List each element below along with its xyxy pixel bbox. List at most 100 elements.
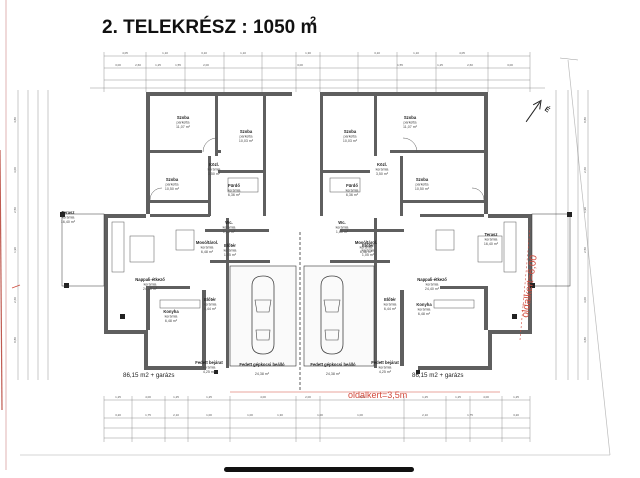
room-floor: kerámia xyxy=(223,226,236,230)
room-floor: parketta xyxy=(166,183,179,187)
room-area: 11,07 m² xyxy=(176,125,191,129)
dimension-value: 2,50 xyxy=(13,207,17,213)
room-name: Konyha xyxy=(163,309,179,314)
room-name: Szoba xyxy=(240,129,253,134)
room-area: 6,48 m² xyxy=(418,312,431,316)
home-indicator[interactable] xyxy=(224,467,414,472)
dimension-value: 1,55 xyxy=(175,63,181,67)
room-floor: kerámia xyxy=(485,238,498,242)
room-name: Terasz xyxy=(62,210,75,215)
room-floor: kerámia xyxy=(165,315,178,319)
dimension-value: 1,75 xyxy=(467,413,473,417)
dimension-value: 3,20 xyxy=(115,413,121,417)
dimension-value: 1,25 xyxy=(513,395,519,399)
north-arrow-icon: É xyxy=(525,99,552,123)
room-floor: parketta xyxy=(344,135,357,139)
room-floor: parketta xyxy=(416,183,429,187)
terrace-columns xyxy=(60,212,572,374)
room-name: Mosó/tárol. xyxy=(196,240,218,245)
dimension-value: 3,00 xyxy=(297,63,303,67)
room-area: 6,48 m² xyxy=(165,319,178,323)
car-right-icon xyxy=(320,275,344,355)
dimension-value: 2,60 xyxy=(583,167,587,173)
room-name: Szoba xyxy=(404,115,417,120)
dimension-value: 1,25 xyxy=(455,395,461,399)
dimension-value: 3,10 xyxy=(374,51,380,55)
room-area: 6,36 m² xyxy=(228,193,241,197)
dimension-value: 3,10 xyxy=(201,51,207,55)
dimension-value: 4,80 xyxy=(13,117,17,123)
room-floor: kerámia xyxy=(224,249,237,253)
car-left-icon xyxy=(251,275,275,355)
room-area: 10,03 m² xyxy=(239,139,254,143)
room-floor: kerámia xyxy=(208,168,221,172)
room-floor: kerámia xyxy=(203,366,216,370)
room-area: 16,40 m² xyxy=(61,220,76,224)
title-superscript: 2 xyxy=(310,15,316,27)
dimension-value: 2,60 xyxy=(13,297,17,303)
plan-title: 2. TELEKRÉSZ : 1050 m 2 xyxy=(102,15,317,38)
room-name: Fedett gépkocsi beálló xyxy=(310,362,356,367)
garages xyxy=(229,232,375,392)
room-area: 6,44 m² xyxy=(384,307,397,311)
room-name: Közl. xyxy=(377,162,387,167)
dimension-value: 4,00 xyxy=(260,395,266,399)
dimension-value: 1,25 xyxy=(437,63,443,67)
room-floor: kerámia xyxy=(62,216,75,220)
room-name: Terasz xyxy=(485,232,498,237)
dimension-value: 4,00 xyxy=(483,395,489,399)
dimension-value: 2,00 xyxy=(203,63,209,67)
room-name: Szoba xyxy=(177,115,190,120)
room-name: Szoba xyxy=(166,177,179,182)
dimension-value: 1,30 xyxy=(305,51,311,55)
dimension-value: 1,90 xyxy=(583,207,587,213)
dimension-value: 3,00 xyxy=(507,63,513,67)
dimension-value: 1,00 xyxy=(247,413,253,417)
room-area: 11,07 m² xyxy=(403,125,418,129)
dimension-value: 4,05 xyxy=(459,51,465,55)
dimension-value: 3,00 xyxy=(13,167,17,173)
unit-area-right: 86,15 m2 + garázs xyxy=(412,372,463,379)
room-name: Fedett bejárat xyxy=(371,360,399,365)
room-name: Fedett bejárat xyxy=(195,360,223,365)
compass-label: É xyxy=(543,104,552,114)
terrace-outline xyxy=(61,213,571,287)
dimension-value: 1,10 xyxy=(162,51,168,55)
room-floor: parketta xyxy=(404,121,417,125)
room-name: Wc. xyxy=(225,220,232,225)
room-area: 16,40 m² xyxy=(484,242,499,246)
room-floor: kerámia xyxy=(379,366,392,370)
room-name: Szoba xyxy=(344,129,357,134)
dimension-value: 4,05 xyxy=(122,51,128,55)
dimension-value: 3,20 xyxy=(513,413,519,417)
room-floor: kerámia xyxy=(362,249,375,253)
dimension-value: 1,90 xyxy=(13,247,17,253)
dimension-value: 2,00 xyxy=(305,395,311,399)
dimension-value: 2,60 xyxy=(467,63,473,67)
room-area: 6,48 m² xyxy=(360,250,373,254)
room-area: 6,48 m² xyxy=(201,250,214,254)
title-text: 2. TELEKRÉSZ : 1050 m xyxy=(102,16,317,38)
room-name: Fürdő xyxy=(228,183,240,188)
room-floor: kerámia xyxy=(204,303,217,307)
dimension-value: 1,00 xyxy=(357,413,363,417)
room-area: 6,36 m² xyxy=(346,193,359,197)
